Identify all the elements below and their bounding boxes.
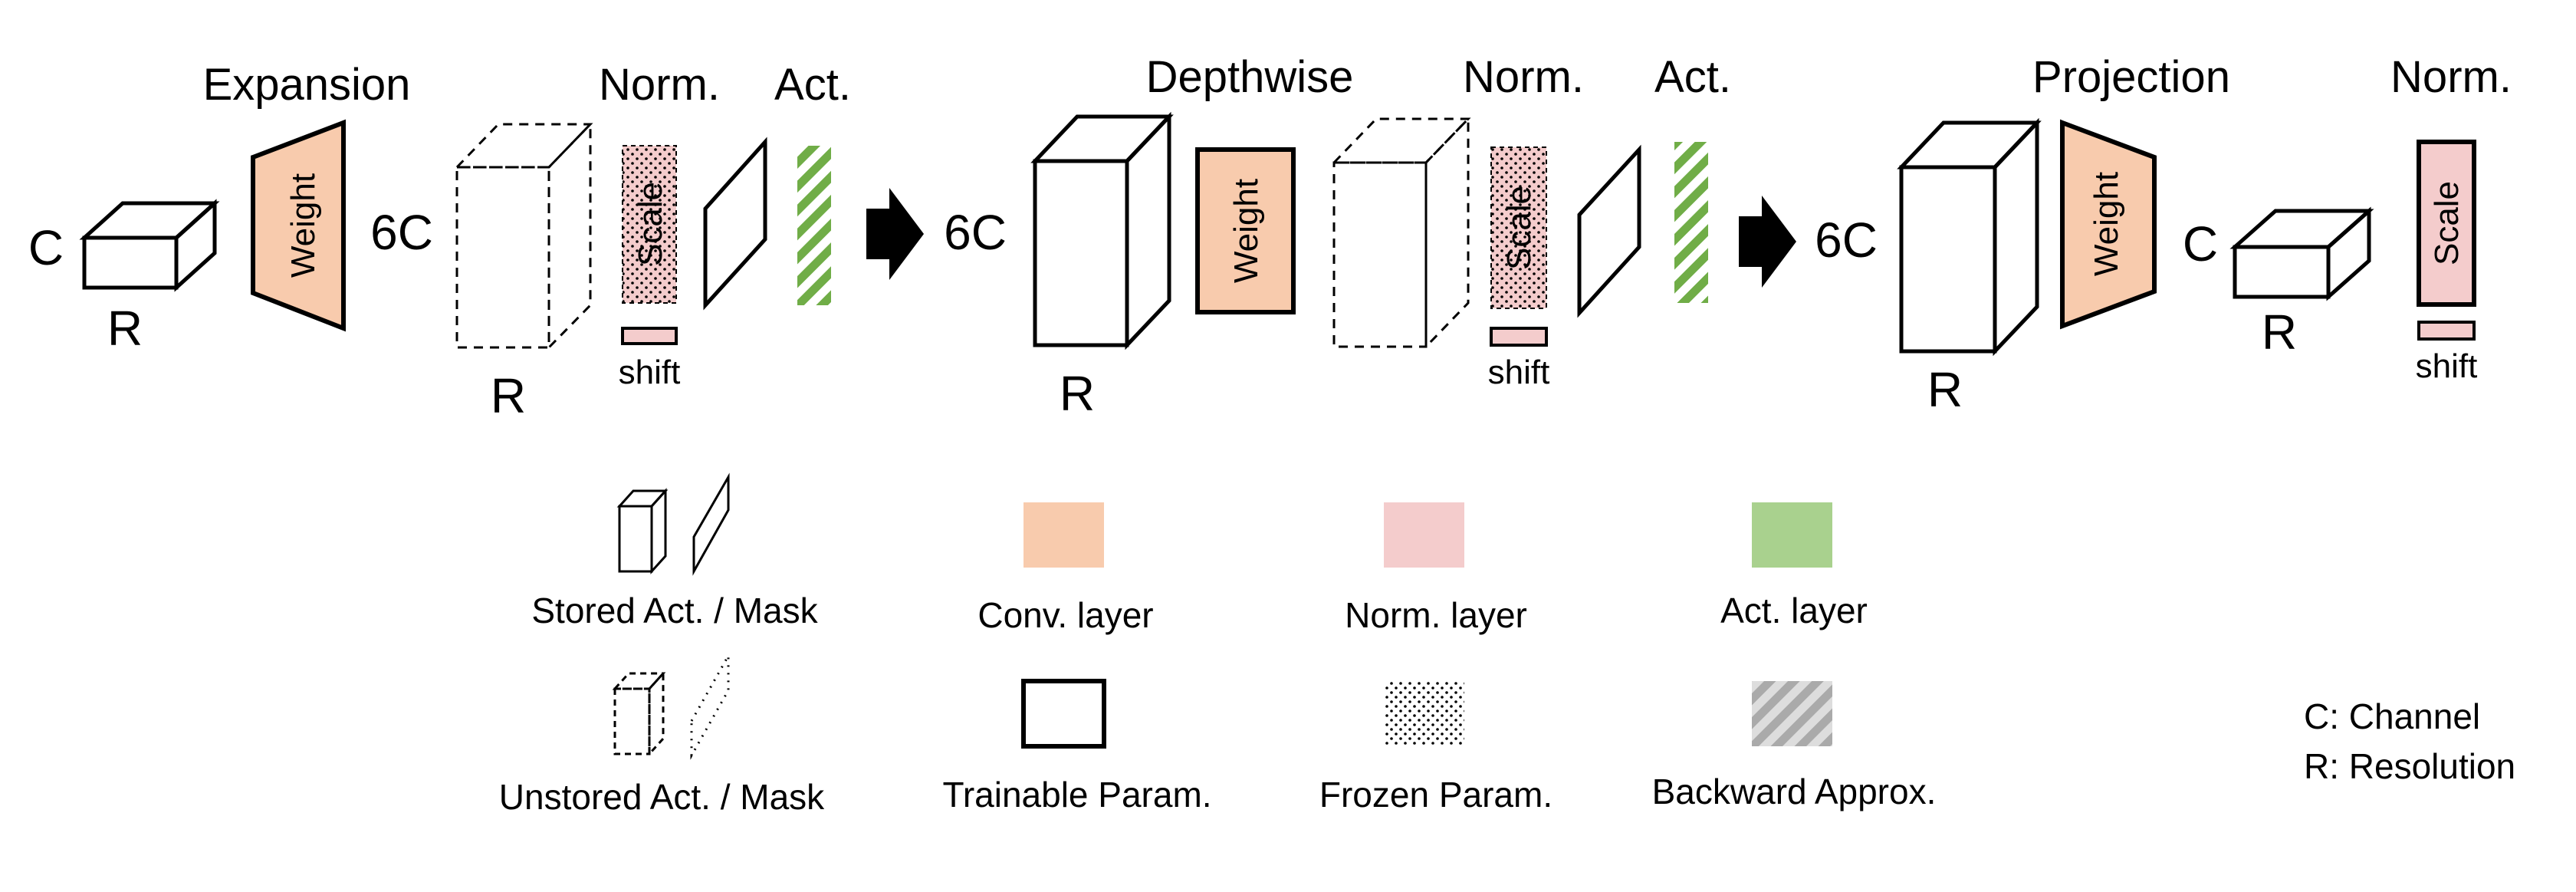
projection-title: Projection: [2032, 52, 2230, 102]
stored-mask-2: [1577, 144, 1641, 318]
expansion-weight: Weight: [251, 119, 346, 332]
norm-title-1: Norm.: [599, 60, 720, 110]
norm-scale-label-2: Scale: [1500, 186, 1538, 270]
depthwise-weight-label: Weight: [1227, 179, 1265, 283]
norm-scale-label-3: Scale: [2428, 181, 2466, 265]
projection-weight: Weight: [2060, 119, 2157, 330]
activation-layer-2: [1674, 142, 1708, 303]
legend-stored-label: Stored Act. / Mask: [531, 591, 818, 630]
norm-scale-label-1: Scale: [632, 182, 669, 266]
unstored-activation-cube-1: [454, 121, 593, 351]
input-activation-cube: [79, 199, 220, 292]
legend-act-swatch: [1752, 502, 1832, 568]
legend-norm-swatch: [1384, 502, 1464, 568]
legend-stored-icon: [616, 472, 730, 576]
legend-unstored-icon: [612, 670, 666, 757]
legend-frozen-swatch: [1384, 681, 1464, 746]
stored-activation-cube-2: [1030, 111, 1174, 351]
legend-act-label: Act. layer: [1720, 591, 1868, 630]
legend-norm-label: Norm. layer: [1345, 595, 1527, 635]
depthwise-title: Depthwise: [1146, 52, 1354, 102]
norm-shift-label-2: shift: [1488, 354, 1550, 391]
legend-frozen-label: Frozen Param.: [1319, 775, 1552, 815]
activation-layer-1: [797, 146, 831, 305]
depthwise-channel-label: 6C: [944, 205, 1007, 260]
input-channel-label: C: [28, 220, 64, 275]
projection-weight-label: Weight: [2088, 172, 2125, 276]
legend-conv-label: Conv. layer: [978, 595, 1153, 635]
norm-shift-box-3: [2417, 321, 2476, 341]
legend: Stored Act. / Mask Unstored Act. / Mask …: [499, 472, 2515, 817]
flow-arrow-1: [866, 188, 924, 280]
legend-trainable-swatch: [1021, 679, 1106, 749]
key-channel: C: Channel: [2304, 696, 2480, 736]
projection-res-label: R: [1927, 362, 1963, 417]
depthwise-weight: Weight: [1195, 147, 1296, 314]
legend-approx-swatch: [1752, 681, 1832, 746]
norm-scale-3: Scale: [2417, 140, 2476, 307]
norm-scale-1: Scale: [622, 145, 677, 304]
norm-scale-2: Scale: [1490, 146, 1547, 309]
act-title-1: Act.: [774, 60, 851, 110]
output-res-label: R: [2262, 304, 2297, 360]
flow-arrow-2: [1739, 196, 1796, 288]
expansion-title: Expansion: [203, 60, 411, 110]
norm-shift-box-1: [621, 327, 678, 345]
expansion-weight-label: Weight: [284, 173, 322, 278]
output-activation-cube: [2229, 206, 2374, 301]
legend-unstored-mask-icon: [690, 651, 730, 760]
legend-unstored-label: Unstored Act. / Mask: [499, 777, 825, 817]
norm-title-3: Norm.: [2390, 52, 2512, 102]
unstored-activation-cube-2: [1331, 116, 1471, 350]
input-res-label: R: [107, 301, 143, 356]
legend-approx-label: Backward Approx.: [1652, 772, 1937, 811]
stored-activation-cube-3: [1897, 117, 2042, 357]
act-title-2: Act.: [1654, 52, 1731, 102]
expanded-channel-label: 6C: [370, 205, 433, 260]
norm-shift-box-2: [1490, 327, 1548, 347]
depthwise-res-label: R: [1060, 366, 1095, 421]
legend-conv-swatch: [1024, 502, 1104, 568]
norm-shift-label-1: shift: [619, 354, 681, 391]
output-channel-label: C: [2183, 216, 2218, 272]
key-resolution: R: Resolution: [2304, 746, 2515, 786]
stored-mask-1: [703, 137, 767, 311]
norm-title-2: Norm.: [1463, 52, 1584, 102]
legend-trainable-label: Trainable Param.: [942, 775, 1211, 815]
projection-channel-label: 6C: [1815, 212, 1878, 268]
expanded-res-label: R: [491, 368, 526, 423]
norm-shift-label-3: shift: [2416, 347, 2478, 385]
